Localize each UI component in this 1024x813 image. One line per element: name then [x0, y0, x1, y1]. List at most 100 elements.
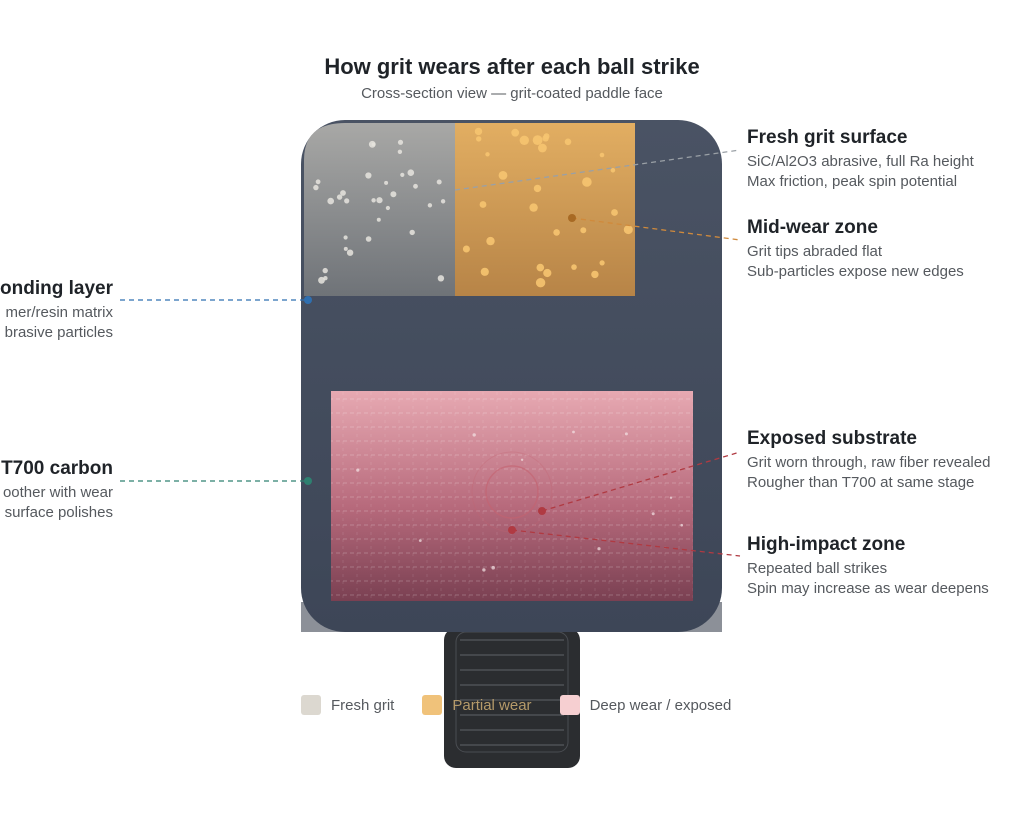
mid-wear-particle [519, 135, 529, 145]
fresh-grit-particle [390, 191, 397, 198]
legend: Fresh grit Partial wear Deep wear / expo… [301, 695, 759, 715]
paddle-handle [444, 628, 580, 768]
callout-t700-line1: oother with wear [2, 484, 113, 501]
mid-wear-particle [582, 177, 592, 187]
fresh-grit-particle [436, 179, 442, 185]
mid-wear-particle [538, 143, 547, 153]
fresh-grit-particle [376, 217, 381, 222]
mid-wear-particle [611, 209, 618, 216]
fresh-grit-particle [313, 184, 319, 191]
deep-wear-particle [491, 565, 496, 570]
callout-bonding-layer: onding layer mer/resin matrix brasive pa… [0, 278, 113, 343]
mid-wear-particle [610, 168, 616, 173]
deep-wear-particle [680, 523, 683, 527]
callout-mid-wear-heading: Mid-wear zone [747, 217, 878, 238]
anchor-bonding [304, 296, 312, 304]
impact-ring-inner [485, 465, 539, 519]
callout-exposed-line1: Grit worn through, raw fiber revealed [747, 454, 991, 471]
legend-label-fresh-grit: Fresh grit [331, 696, 395, 714]
handle-grip-lines [460, 639, 564, 746]
callout-fresh-grit: Fresh grit surface SiC/Al2O3 abrasive, f… [747, 127, 974, 192]
fresh-grit-particle [340, 190, 346, 196]
mid-wear-zone [455, 123, 635, 296]
leader-fresh [454, 149, 741, 191]
fresh-grit-particle [409, 229, 415, 236]
mid-wear-particle [529, 203, 538, 212]
mid-wear-particle [480, 267, 489, 276]
fresh-grit-particle [407, 169, 415, 176]
fresh-grit-particle [315, 179, 321, 185]
callout-fresh-grit-heading: Fresh grit surface [747, 127, 908, 148]
anchor-midwear [568, 214, 576, 222]
mid-wear-particle [474, 127, 483, 136]
fresh-grit-particle [371, 198, 376, 203]
callout-t700-carbon: T700 carbon oother with wear surface pol… [1, 458, 113, 523]
mid-wear-particle [533, 184, 542, 193]
mid-wear-particle [543, 268, 552, 278]
fresh-grit-particle [336, 194, 343, 200]
fresh-grit-particle [397, 139, 404, 145]
deep-wear-particle [482, 568, 486, 572]
mid-wear-particle [542, 135, 549, 142]
fresh-grit-particle [368, 140, 376, 148]
mid-wear-particle [462, 245, 470, 253]
mid-wear-particle [553, 229, 560, 236]
fresh-grit-particle [413, 183, 418, 189]
legend-label-partial-wear: Partial wear [452, 696, 532, 714]
callout-bonding-line2: brasive particles [4, 324, 113, 341]
callout-bonding-heading: onding layer [0, 278, 113, 299]
callout-impact-line1: Repeated ball strikes [747, 560, 888, 577]
callout-t700-heading: T700 carbon [1, 458, 113, 479]
fresh-grit-particle [384, 180, 389, 185]
fresh-grit-particle [343, 246, 348, 251]
leader-exposed [541, 451, 741, 512]
mid-wear-particle [486, 236, 495, 246]
deep-wear-particle [520, 458, 524, 461]
legend-swatch-deep-wear [559, 695, 580, 715]
fresh-grit-particle [346, 249, 354, 256]
fresh-grit-particle [440, 199, 446, 204]
anchor-t700 [304, 477, 312, 485]
mid-wear-particle [564, 138, 572, 146]
fresh-grit-particle [365, 172, 372, 179]
fresh-grit-particle [323, 276, 328, 281]
anchor-exposed [538, 507, 546, 515]
legend-item-partial-wear: Partial wear [422, 695, 532, 715]
fresh-grit-particle [400, 172, 405, 177]
deep-wear-particle [472, 433, 476, 437]
callout-exposed-heading: Exposed substrate [747, 428, 917, 449]
deep-wear-particles [356, 430, 683, 572]
legend-item-fresh-grit: Fresh grit [301, 695, 394, 715]
mid-wear-particle [485, 152, 490, 157]
mid-wear-particle [623, 225, 633, 235]
anchor-impact [508, 526, 516, 534]
fresh-grit-particle [327, 197, 335, 205]
legend-label-deep-wear: Deep wear / exposed [589, 696, 732, 714]
mid-wear-particle [476, 136, 482, 142]
callout-fresh-grit-line2: Max friction, peak spin potential [747, 173, 958, 190]
callout-impact-line2: Spin may increase as wear deepens [747, 580, 989, 597]
deep-wear-particle [572, 430, 575, 434]
mid-wear-particle [571, 264, 577, 270]
fresh-grit-particle [365, 236, 372, 242]
callout-exposed-line2: Rougher than T700 at same stage [747, 474, 975, 491]
fresh-grit-zone [304, 123, 455, 296]
deep-wear-particle [651, 512, 655, 516]
deep-wear-particle [356, 468, 360, 472]
deep-wear-particle [597, 547, 601, 551]
mid-wear-particle [532, 135, 543, 146]
legend-swatch-fresh-grit [301, 695, 321, 715]
fresh-grit-particle [318, 276, 325, 284]
fresh-grit-particle [344, 198, 350, 204]
legend-item-deep-wear: Deep wear / exposed [559, 695, 732, 715]
diagram-title: How grit wears after each ball strike [324, 54, 700, 79]
exposed-fiber-weave [331, 391, 693, 601]
callout-mid-wear: Mid-wear zone Grit tips abraded flat Sub… [747, 217, 964, 282]
mid-wear-particle [511, 128, 520, 137]
callout-bonding-line1: mer/resin matrix [5, 304, 113, 321]
callout-mid-wear-line2: Sub-particles expose new edges [747, 263, 964, 280]
fresh-grit-particle [376, 197, 383, 204]
fresh-grit-particle [343, 235, 348, 240]
